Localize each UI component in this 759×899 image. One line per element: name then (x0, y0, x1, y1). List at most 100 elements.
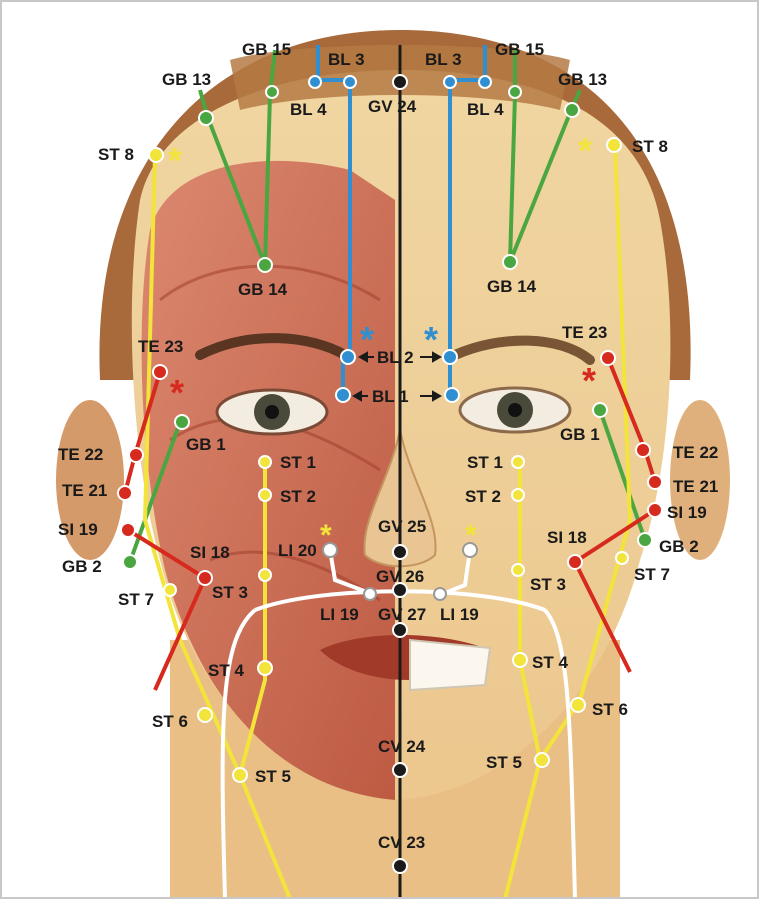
point-st7-r (616, 552, 628, 564)
label-st3-r: ST 3 (530, 575, 566, 594)
point-bl1-r (445, 388, 459, 402)
label-st2-r: ST 2 (465, 487, 501, 506)
label-st4-r: ST 4 (532, 653, 568, 672)
point-st6-l (198, 708, 212, 722)
point-st2-r (512, 489, 524, 501)
point-st4-r (513, 653, 527, 667)
point-st3-l (259, 569, 271, 581)
point-bl3-l (309, 76, 321, 88)
asterisk-yellow-right: * (578, 130, 592, 171)
point-st5-r (535, 753, 549, 767)
label-te21-l: TE 21 (62, 481, 107, 500)
label-te21-r: TE 21 (673, 477, 718, 496)
label-st7-l: ST 7 (118, 590, 154, 609)
point-st4-l (258, 661, 272, 675)
asterisk-yellow-left: * (168, 140, 182, 181)
label-te23-r: TE 23 (562, 323, 607, 342)
label-st3-l: ST 3 (212, 583, 248, 602)
label-gv24: GV 24 (368, 97, 417, 116)
point-gb15-l (266, 86, 278, 98)
label-bl2: BL 2 (377, 348, 414, 367)
point-te22-l (129, 448, 143, 462)
point-gb15-r (509, 86, 521, 98)
point-gb1-l (175, 415, 189, 429)
label-st2-l: ST 2 (280, 487, 316, 506)
label-cv24: CV 24 (378, 737, 426, 756)
label-st8-r: ST 8 (632, 137, 668, 156)
label-si19-l: SI 19 (58, 520, 98, 539)
label-gb14-r: GB 14 (487, 277, 537, 296)
point-te22-r (636, 443, 650, 457)
label-te22-r: TE 22 (673, 443, 718, 462)
asterisk-yellow-nose: * (320, 519, 332, 552)
point-gb2-l (123, 555, 137, 569)
point-gb14-r (503, 255, 517, 269)
point-gb14-l (258, 258, 272, 272)
asterisk-blue-right: * (424, 319, 438, 360)
point-st7-l (164, 584, 176, 596)
teeth (410, 640, 490, 690)
label-st6-r: ST 6 (592, 700, 628, 719)
point-gv24 (393, 75, 407, 89)
label-bl1: BL 1 (372, 387, 409, 406)
point-st5-l (233, 768, 247, 782)
point-li19-l (364, 588, 376, 600)
label-gb14-l: GB 14 (238, 280, 288, 299)
label-gb2-r: GB 2 (659, 537, 699, 556)
label-te22-l: TE 22 (58, 445, 103, 464)
label-st6-l: ST 6 (152, 712, 188, 731)
point-gb13-l (199, 111, 213, 125)
label-te23-l: TE 23 (138, 337, 183, 356)
point-li19-r (434, 588, 446, 600)
point-cv23 (393, 859, 407, 873)
point-si18-l (198, 571, 212, 585)
label-li19-r: LI 19 (440, 605, 479, 624)
label-st7-r: ST 7 (634, 565, 670, 584)
point-cv24 (393, 763, 407, 777)
label-gb1-l: GB 1 (186, 435, 226, 454)
point-st8-r (607, 138, 621, 152)
label-gb13-l: GB 13 (162, 70, 211, 89)
label-gb15-l: GB 15 (242, 40, 291, 59)
label-st1-r: ST 1 (467, 453, 503, 472)
point-st3-r (512, 564, 524, 576)
label-st1-l: ST 1 (280, 453, 316, 472)
label-gb2-l: GB 2 (62, 557, 102, 576)
point-si18-r (568, 555, 582, 569)
label-st5-r: ST 5 (486, 753, 522, 772)
label-bl4-l: BL 4 (290, 100, 327, 119)
label-gv25: GV 25 (378, 517, 426, 536)
asterisk-yellow-nose-r: * (465, 519, 477, 552)
point-gb1-r (593, 403, 607, 417)
point-te23-l (153, 365, 167, 379)
point-st8-l (149, 148, 163, 162)
point-te21-r (648, 475, 662, 489)
label-gv27: GV 27 (378, 605, 426, 624)
label-bl3-r: BL 3 (425, 50, 462, 69)
point-gb13-r (565, 103, 579, 117)
point-st2-l (259, 489, 271, 501)
asterisk-blue-left: * (360, 319, 374, 360)
label-si19-r: SI 19 (667, 503, 707, 522)
point-bl3-r (479, 76, 491, 88)
point-si19-r (648, 503, 662, 517)
point-gv25 (393, 545, 407, 559)
label-gb1-r: GB 1 (560, 425, 600, 444)
label-st8-l: ST 8 (98, 145, 134, 164)
label-si18-r: SI 18 (547, 528, 587, 547)
point-te21-l (118, 486, 132, 500)
point-gb2-r (638, 533, 652, 547)
label-gb15-r: GB 15 (495, 40, 544, 59)
label-cv23: CV 23 (378, 833, 425, 852)
point-bl2-r (443, 350, 457, 364)
label-li20: LI 20 (278, 541, 317, 560)
point-te23-r (601, 351, 615, 365)
label-bl4-r: BL 4 (467, 100, 504, 119)
point-st1-r (512, 456, 524, 468)
point-bl2-l (341, 350, 355, 364)
point-st6-r (571, 698, 585, 712)
point-gv27 (393, 623, 407, 637)
point-bl4-r (444, 76, 456, 88)
